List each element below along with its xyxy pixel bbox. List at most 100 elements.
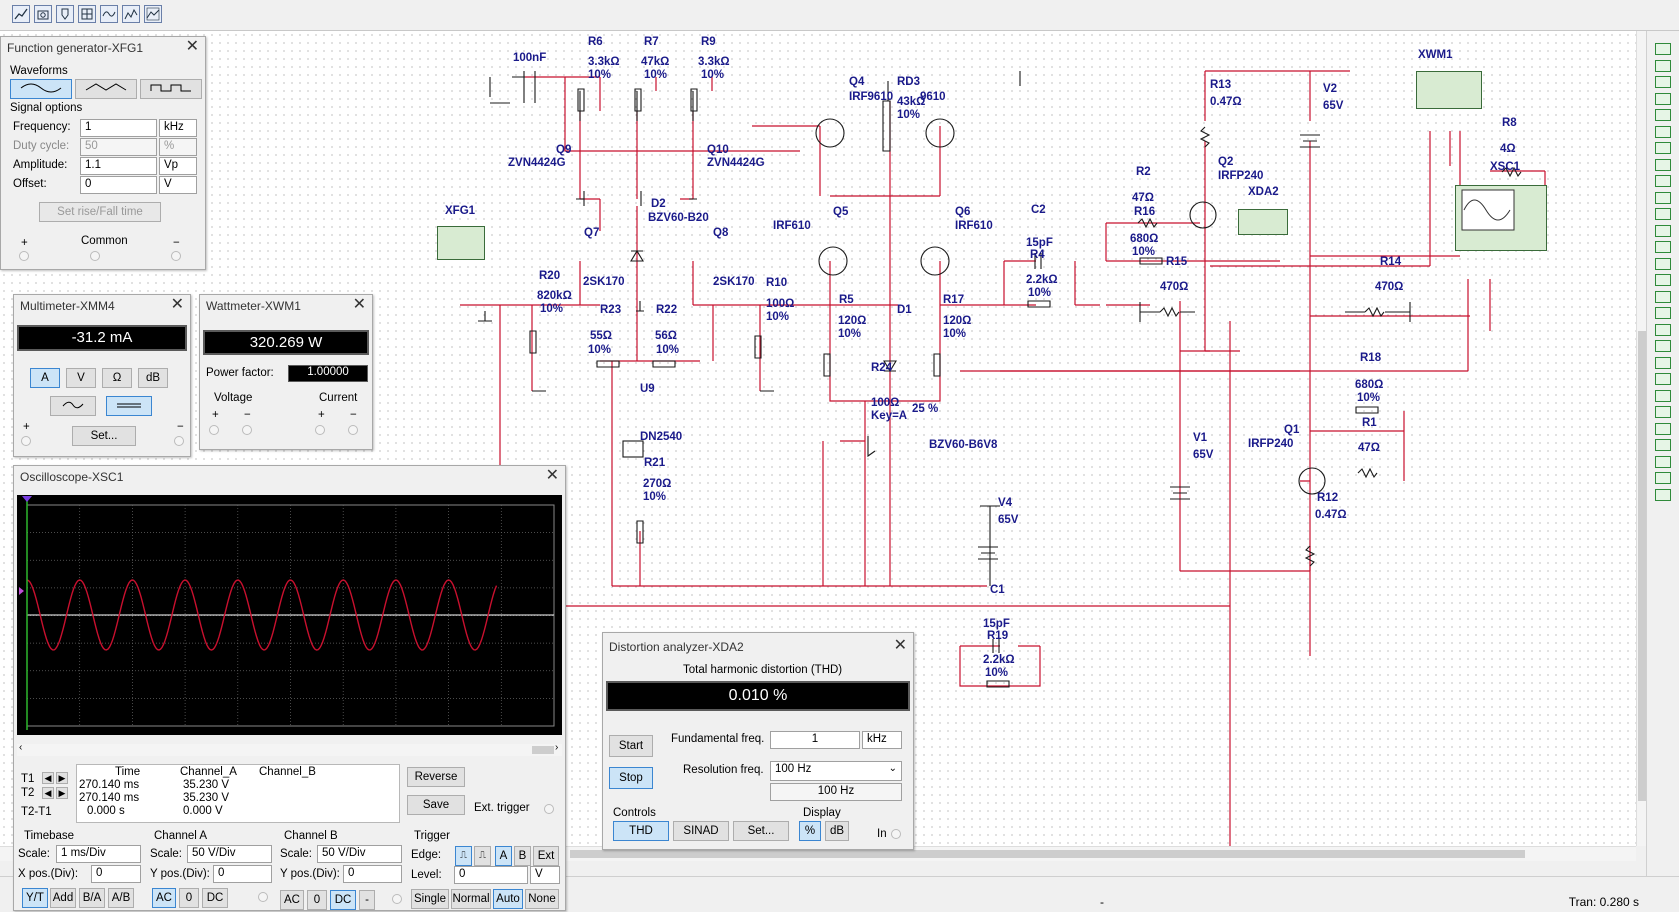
component-label[interactable]: 47kΩ — [641, 56, 670, 68]
resolution-freq-select[interactable]: 100 Hz ⌄ — [770, 761, 902, 781]
instrument-tool-icon[interactable] — [1655, 208, 1671, 220]
channel-b-ypos-input[interactable]: 0 — [343, 865, 402, 883]
instrument-tool-icon[interactable] — [1655, 488, 1671, 501]
instrument-tool-icon[interactable] — [1655, 439, 1671, 451]
component-label[interactable]: Key=A — [871, 410, 908, 422]
component-label[interactable]: 10% — [1357, 392, 1381, 404]
instrument-tool-icon[interactable] — [1655, 340, 1671, 352]
component-label[interactable]: R18 — [1360, 352, 1382, 364]
plus-terminal[interactable] — [21, 436, 31, 446]
instrument-tool-icon[interactable] — [1655, 422, 1671, 435]
t1-left-arrow-icon[interactable]: ◀ — [42, 772, 54, 784]
instrument-tool-icon[interactable] — [1655, 274, 1671, 286]
ac-mode-button[interactable] — [50, 396, 96, 416]
thd-button[interactable]: THD — [613, 821, 669, 841]
component-label[interactable]: 120Ω — [943, 315, 972, 327]
instrument-tool-icon[interactable] — [1655, 59, 1671, 72]
wave-icon[interactable] — [100, 5, 118, 23]
start-button[interactable]: Start — [609, 735, 653, 757]
instrument-tool-icon[interactable] — [1655, 92, 1671, 105]
ab-button[interactable]: A/B — [108, 888, 134, 908]
trigger-auto-button[interactable]: Auto — [493, 889, 523, 909]
channel-b-dc-button[interactable]: DC — [330, 890, 356, 910]
instrument-tool-icon[interactable] — [1655, 472, 1671, 484]
component-label[interactable]: 3.3kΩ — [698, 56, 730, 68]
component-label[interactable]: V2 — [1323, 83, 1338, 95]
component-label[interactable]: R8 — [1502, 117, 1517, 129]
component-label[interactable]: C1 — [990, 584, 1005, 596]
component-label[interactable]: XWM1 — [1418, 49, 1453, 61]
component-label[interactable]: R22 — [656, 304, 678, 316]
percent-display-button[interactable]: % — [799, 821, 821, 841]
component-label[interactable]: ZVN4424G — [707, 157, 765, 169]
component-label[interactable]: Q10 — [707, 144, 729, 156]
component-label[interactable]: 15pF — [983, 618, 1010, 630]
component-label[interactable]: R14 — [1380, 256, 1402, 268]
instrument-tool-icon[interactable] — [1655, 323, 1671, 336]
set-rise-fall-button[interactable]: Set rise/Fall time — [39, 202, 161, 222]
channel-b-ac-button[interactable]: AC — [280, 890, 304, 910]
component-label[interactable]: 3.3kΩ — [588, 56, 620, 68]
instrument-tool-icon[interactable] — [1655, 175, 1671, 187]
component-label[interactable]: Q6 — [955, 206, 971, 218]
sinad-button[interactable]: SINAD — [673, 821, 729, 841]
component-label[interactable]: R5 — [839, 294, 854, 306]
instrument-tool-icon[interactable] — [1655, 241, 1671, 253]
component-label[interactable]: R2 — [1136, 166, 1151, 178]
component-label[interactable]: 10% — [1132, 246, 1156, 258]
component-label[interactable]: 10% — [588, 344, 612, 356]
ext-trigger-terminal[interactable] — [544, 804, 554, 814]
trigger-b-button[interactable]: B — [514, 846, 531, 866]
amplitude-unit[interactable]: Vp — [159, 157, 197, 175]
component-label[interactable]: C2 — [1031, 204, 1046, 216]
component-label[interactable]: 10% — [643, 491, 667, 503]
scroll-right-icon[interactable]: › — [555, 742, 559, 753]
component-label[interactable]: 65V — [1193, 449, 1214, 461]
close-icon[interactable]: ✕ — [185, 38, 199, 55]
component-label[interactable]: IRFP240 — [1218, 170, 1264, 182]
scope-scrollbar[interactable]: ‹ › — [17, 742, 562, 756]
component-label[interactable]: R6 — [588, 36, 603, 48]
graph-icon[interactable] — [12, 5, 30, 23]
x-pos-input[interactable]: 0 — [91, 865, 141, 883]
scroll-left-icon[interactable]: ‹ — [19, 742, 23, 753]
component-label[interactable]: 9610 — [920, 91, 946, 103]
channel-b-zero-button[interactable]: 0 — [307, 890, 327, 910]
component-label[interactable]: 56Ω — [655, 330, 678, 342]
component-label[interactable]: 820kΩ — [537, 290, 572, 302]
ba-button[interactable]: B/A — [79, 888, 105, 908]
component-label[interactable]: R21 — [644, 457, 666, 469]
component-label[interactable]: R4 — [1030, 249, 1045, 261]
voltmeter-mode-button[interactable]: V — [66, 368, 96, 388]
component-label[interactable]: R15 — [1166, 256, 1188, 268]
component-label[interactable]: R24 — [871, 362, 893, 374]
component-label[interactable]: R1 — [1362, 417, 1377, 429]
instrument-tool-icon[interactable] — [1655, 43, 1671, 55]
scope-screen[interactable] — [17, 495, 562, 735]
component-label[interactable]: IRFP240 — [1248, 438, 1294, 450]
instrument-tool-icon[interactable] — [1655, 406, 1671, 418]
save-button[interactable]: Save — [407, 795, 465, 815]
current-minus-terminal[interactable] — [348, 425, 358, 435]
component-label[interactable]: R16 — [1134, 206, 1156, 218]
channel-a-dc-button[interactable]: DC — [202, 888, 228, 908]
voltage-minus-terminal[interactable] — [242, 425, 252, 435]
component-label[interactable]: 2.2kΩ — [983, 654, 1015, 666]
component-label[interactable]: R10 — [766, 277, 788, 289]
component-label[interactable]: 10% — [985, 667, 1009, 679]
decibel-mode-button[interactable]: dB — [138, 368, 168, 388]
channel-a-ac-button[interactable]: AC — [152, 888, 176, 908]
ammeter-mode-button[interactable]: A — [30, 368, 60, 388]
component-label[interactable]: XSC1 — [1490, 161, 1521, 173]
instrument-tool-icon[interactable] — [1655, 257, 1671, 270]
instrument-tool-icon[interactable] — [1655, 307, 1671, 319]
t2-left-arrow-icon[interactable]: ◀ — [42, 787, 54, 799]
component-label[interactable]: 15pF — [1026, 237, 1053, 249]
component-label[interactable]: ZVN4424G — [508, 157, 566, 169]
instrument-tool-icon[interactable] — [1655, 158, 1671, 171]
component-label[interactable]: BZV60-B20 — [648, 212, 709, 224]
xwm1-instrument-icon[interactable] — [1416, 71, 1482, 109]
component-label[interactable]: IRF610 — [773, 220, 811, 232]
component-label[interactable]: V4 — [998, 497, 1013, 509]
stop-button[interactable]: Stop — [609, 767, 653, 789]
